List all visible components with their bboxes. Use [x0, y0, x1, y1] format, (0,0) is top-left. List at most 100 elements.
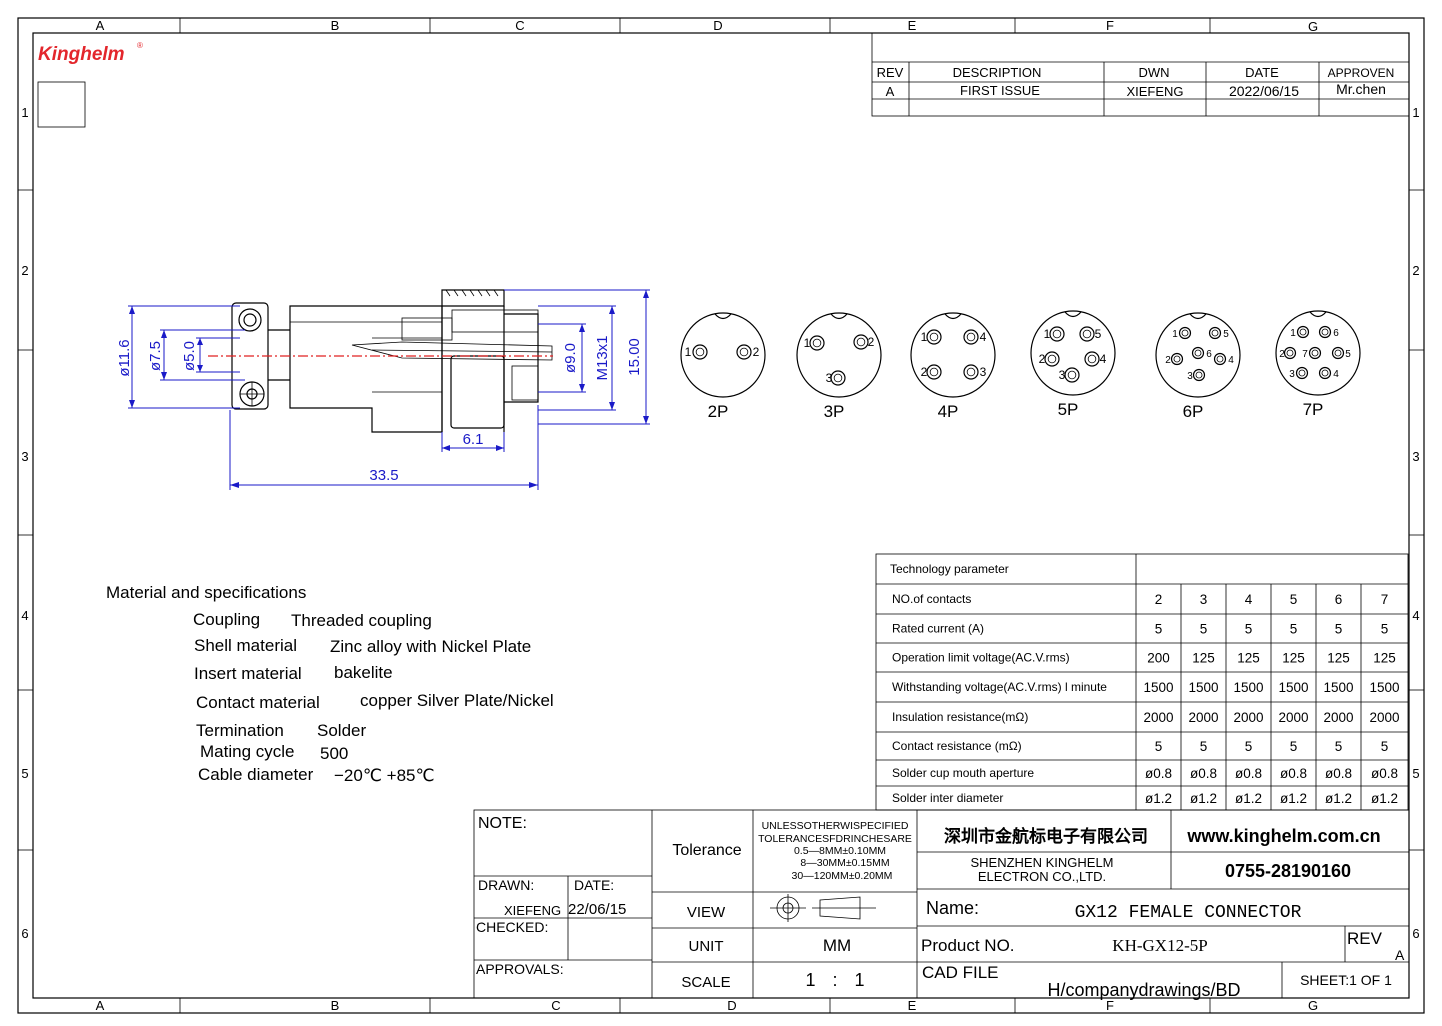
- tolerance-line-5: 30—120MM±0.20MM: [792, 870, 893, 882]
- tech-cell-value: ø0.8: [1235, 766, 1262, 781]
- insert-face-outline: [910, 312, 996, 398]
- material-value-mating: 500: [320, 744, 348, 763]
- kinghelm-logo: Kinghelm ®: [37, 41, 143, 128]
- tech-cell-value: 1500: [1323, 680, 1353, 695]
- drawn-label: DRAWN:: [478, 877, 534, 893]
- tech-cell-value: 125: [1192, 651, 1215, 666]
- company-name-en-2: ELECTRON CO.,LTD.: [978, 869, 1106, 884]
- tolerance-line-2: TOLERANCESFDRINCHESARE: [758, 833, 912, 845]
- tech-cell-value: 2000: [1323, 710, 1353, 725]
- tolerance-label: Tolerance: [672, 842, 741, 859]
- sheet-value: SHEET:1 OF 1: [1300, 972, 1392, 988]
- pin-number: 1: [1290, 328, 1296, 339]
- grid-col-e-top: E: [908, 18, 917, 33]
- pin-contact: [736, 344, 752, 360]
- tech-cell-value: ø1.2: [1190, 791, 1217, 806]
- tech-cell-value: 5: [1335, 739, 1343, 754]
- grid-row-3-left: 3: [21, 449, 28, 464]
- unit-label: UNIT: [689, 938, 724, 955]
- material-label-termination: Termination: [196, 721, 284, 740]
- pin-contact: [926, 364, 942, 380]
- material-label-mating: Mating cycle: [200, 742, 294, 761]
- rev-header-rev: REV: [877, 65, 904, 80]
- insert-face-outline: [796, 312, 882, 398]
- grid-col-a-bottom: A: [96, 998, 105, 1013]
- date-value: 22/06/15: [568, 901, 626, 918]
- grid-col-g-top: G: [1308, 19, 1318, 34]
- view-label: VIEW: [687, 904, 726, 921]
- tech-cell-value: 2000: [1369, 710, 1399, 725]
- pin-contact: [1079, 326, 1095, 342]
- pin-number: 3: [1289, 369, 1295, 380]
- dim-d-outer: ø11.6: [116, 339, 133, 376]
- title-block: NOTE: DRAWN: XIEFENG DATE: 22/06/15 CHEC…: [473, 809, 1410, 1000]
- rev-row-rev: A: [886, 84, 895, 99]
- pin-number: 1: [685, 345, 692, 359]
- insert-face-outline: [1030, 310, 1116, 396]
- material-value-insert: bakelite: [334, 663, 393, 682]
- name-value: GX12 FEMALE CONNECTOR: [1075, 903, 1302, 923]
- tech-cell-value: ø1.2: [1235, 791, 1262, 806]
- tech-cell-value: 5: [1290, 592, 1298, 607]
- grid-col-c-bottom: C: [551, 998, 560, 1013]
- grid-row-2-right: 2: [1412, 263, 1419, 278]
- grid-row-6-left: 6: [21, 926, 28, 941]
- keyway-notch: [1189, 313, 1207, 320]
- tech-cell-value: 1500: [1143, 680, 1173, 695]
- tech-cell-value: 1500: [1233, 680, 1263, 695]
- tech-cell-value: 4: [1245, 592, 1253, 607]
- keyway-notch: [1064, 311, 1082, 318]
- tech-cell-value: 125: [1373, 651, 1396, 666]
- pin-contact: [1049, 326, 1065, 342]
- company-name-en-1: SHENZHEN KINGHELM: [970, 855, 1113, 870]
- pin-number: 3: [826, 371, 833, 385]
- name-label: Name:: [926, 898, 979, 918]
- pin-contact: [1191, 346, 1205, 360]
- pin-contact: [1084, 351, 1100, 367]
- tolerance-line-1: UNLESSOTHERWISPECIFIED: [762, 820, 909, 832]
- grid-row-3-right: 3: [1412, 449, 1419, 464]
- pin-number: 6: [1333, 328, 1339, 339]
- tech-cell-value: 5: [1290, 739, 1298, 754]
- tech-cell-value: 1500: [1278, 680, 1308, 695]
- approvals-label: APPROVALS:: [476, 961, 564, 977]
- material-label-coupling: Coupling: [193, 610, 260, 629]
- material-value-coupling: Threaded coupling: [291, 611, 432, 630]
- grid-row-2-left: 2: [21, 263, 28, 278]
- grid-row-1-right: 1: [1412, 105, 1419, 120]
- tech-cell-value: 5: [1200, 622, 1208, 637]
- tech-cell-value: 2000: [1143, 710, 1173, 725]
- pin-number: 2: [868, 335, 875, 349]
- pin-contact: [1331, 346, 1345, 360]
- pin-number: 1: [1172, 329, 1178, 340]
- tech-cell-value: ø0.8: [1371, 766, 1398, 781]
- cad-file-value: H/companydrawings/BD: [1047, 980, 1240, 1000]
- scale-label: SCALE: [681, 974, 730, 991]
- rev-value: A: [1395, 947, 1405, 963]
- tech-cell-value: 3: [1200, 592, 1208, 607]
- tech-row-label: Solder cup mouth aperture: [892, 766, 1034, 780]
- connector-side-view: [208, 289, 553, 433]
- pin-layout-label: 6P: [1183, 402, 1204, 421]
- pin-number: 4: [1228, 355, 1234, 366]
- product-value: KH-GX12-5P: [1112, 936, 1207, 955]
- tech-row-label: Operation limit voltage(AC.V.rms): [892, 651, 1070, 665]
- pin-contact: [1064, 367, 1080, 383]
- pin-layout-label: 2P: [708, 402, 729, 421]
- rev-header-approven: APPROVEN: [1328, 66, 1395, 80]
- grid-col-a-top: A: [96, 18, 105, 33]
- pin-contact: [1178, 326, 1192, 340]
- pin-number: 4: [1100, 352, 1107, 366]
- dimension-lines: ø11.6 ø7.5 ø5.0 ø9.0 M13x1 15.00: [116, 289, 650, 490]
- tech-cell-value: ø1.2: [1325, 791, 1352, 806]
- rev-header-description: DESCRIPTION: [953, 65, 1042, 80]
- pin-number: 4: [1333, 369, 1339, 380]
- dim-d-mid: ø7.5: [147, 341, 164, 371]
- dim-total-len: 33.5: [369, 467, 398, 484]
- tech-cell-value: 5: [1381, 622, 1389, 637]
- tolerance-line-4: 8—30MM±0.15MM: [800, 857, 889, 869]
- pin-number: 7: [1302, 349, 1308, 360]
- rev-row-dwn: XIEFENG: [1126, 84, 1183, 99]
